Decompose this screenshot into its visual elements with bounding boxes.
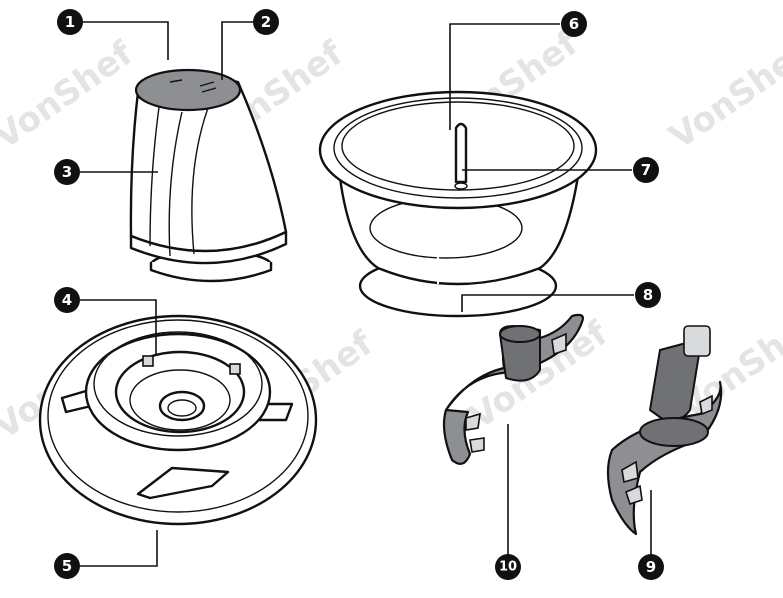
svg-text:4: 4 <box>62 291 72 309</box>
callout-4: 4 <box>54 287 80 313</box>
leader-lines <box>80 21 652 567</box>
callout-1: 1 <box>57 9 83 35</box>
callout-10: 10 <box>495 554 521 580</box>
base-mat <box>38 314 318 526</box>
callout-8: 8 <box>635 282 661 308</box>
svg-text:10: 10 <box>499 560 517 575</box>
chopping-bowl <box>318 90 598 318</box>
callout-9: 9 <box>638 554 664 580</box>
svg-text:5: 5 <box>62 557 72 575</box>
svg-text:3: 3 <box>62 163 72 181</box>
callout-2: 2 <box>253 9 279 35</box>
callout-6: 6 <box>561 11 587 37</box>
callout-5: 5 <box>54 553 80 579</box>
svg-text:9: 9 <box>646 558 656 576</box>
watermark: VonShef <box>0 33 141 157</box>
svg-text:6: 6 <box>569 15 579 33</box>
svg-text:2: 2 <box>261 13 271 31</box>
svg-text:8: 8 <box>643 286 653 304</box>
svg-text:1: 1 <box>65 13 75 31</box>
upper-blade <box>442 313 584 465</box>
svg-text:7: 7 <box>641 161 651 179</box>
lower-blade <box>606 325 723 536</box>
watermark: VonShef <box>662 33 783 157</box>
callout-3: 3 <box>54 159 80 185</box>
motor-unit <box>129 68 288 283</box>
callout-7: 7 <box>633 157 659 183</box>
